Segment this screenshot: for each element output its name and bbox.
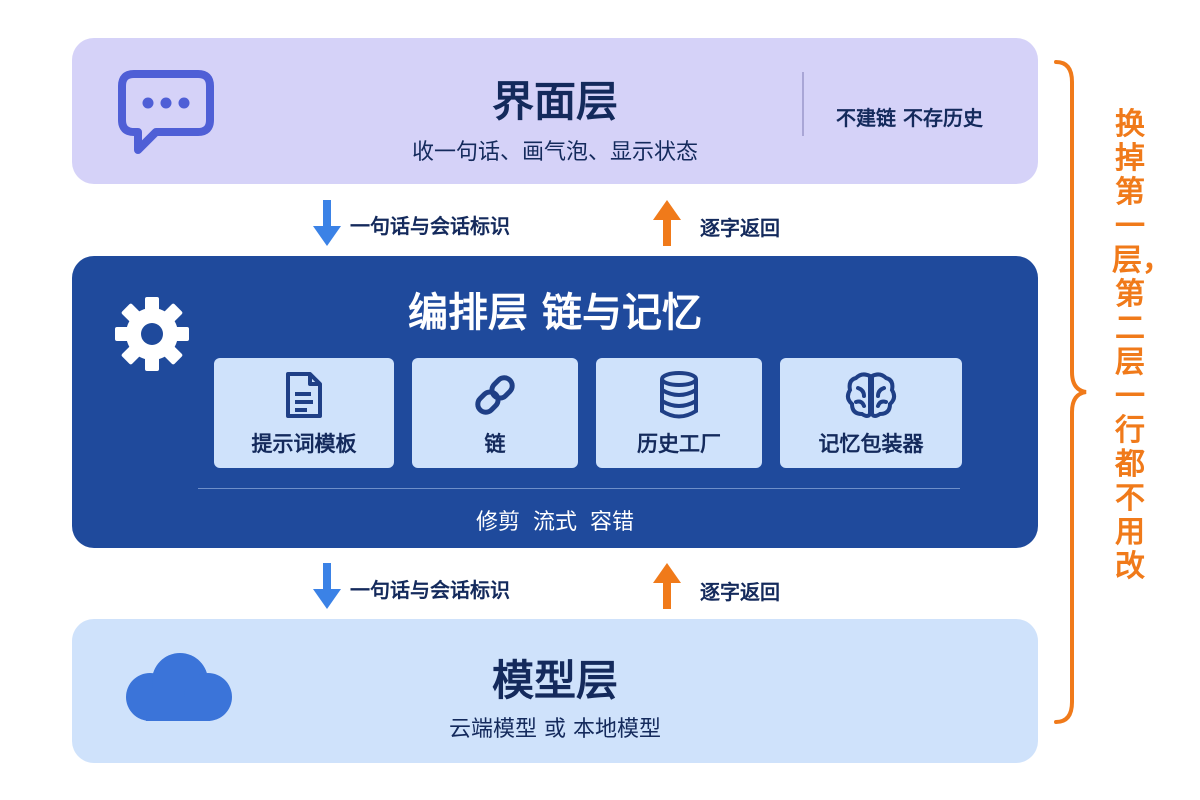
component-label: 提示词模板 <box>251 432 357 456</box>
down-label-bottom: 一句话与会话标识 <box>350 578 510 602</box>
ui-layer-title: 界面层 <box>491 77 618 126</box>
model-layer-subtitle: 云端模型 或 本地模型 <box>449 717 661 742</box>
side-bracket <box>1054 60 1087 724</box>
link-icon <box>470 370 520 424</box>
up-arrow-bottom <box>653 563 681 609</box>
up-arrow-top <box>653 200 681 246</box>
model-layer-title: 模型层 <box>491 656 618 705</box>
up-label-bottom: 逐字返回 <box>700 580 780 604</box>
down-arrow-bottom <box>313 563 341 609</box>
component-card-memory-wrapper: 记忆包装器 <box>780 358 962 468</box>
ui-layer-subtitle: 收一句话、画气泡、显示状态 <box>411 140 698 165</box>
ui-layer-side-note: 不建链 不存历史 <box>836 106 983 130</box>
orchestration-footer: 修剪 流式 容错 <box>476 510 634 535</box>
component-card-history-factory: 历史工厂 <box>596 358 762 468</box>
document-icon <box>282 370 326 424</box>
ui-layer-divider <box>802 72 804 136</box>
orchestration-layer-box: 编排层 链与记忆 提示词模板 <box>72 256 1038 548</box>
down-arrow-top <box>313 200 341 246</box>
component-label: 链 <box>484 432 506 456</box>
brain-icon <box>844 370 898 424</box>
orchestration-divider <box>198 488 960 489</box>
component-label: 记忆包装器 <box>818 432 924 456</box>
database-icon <box>657 370 701 424</box>
down-label-top: 一句话与会话标识 <box>350 214 510 238</box>
orchestration-layer-title: 编排层 链与记忆 <box>408 290 702 336</box>
component-label: 历史工厂 <box>637 432 721 456</box>
gear-icon <box>110 292 194 380</box>
model-layer-box: 模型层 云端模型 或 本地模型 <box>72 619 1038 763</box>
chat-bubble-icon <box>116 68 216 162</box>
up-label-top: 逐字返回 <box>700 216 780 240</box>
component-card-prompt-template: 提示词模板 <box>214 358 394 468</box>
ui-layer-box: 界面层 收一句话、画气泡、显示状态 不建链 不存历史 <box>72 38 1038 184</box>
component-card-chain: 链 <box>412 358 578 468</box>
side-annotation: 换掉第一层，第二层一行都不用改 <box>1112 107 1172 584</box>
cloud-icon <box>116 651 240 731</box>
